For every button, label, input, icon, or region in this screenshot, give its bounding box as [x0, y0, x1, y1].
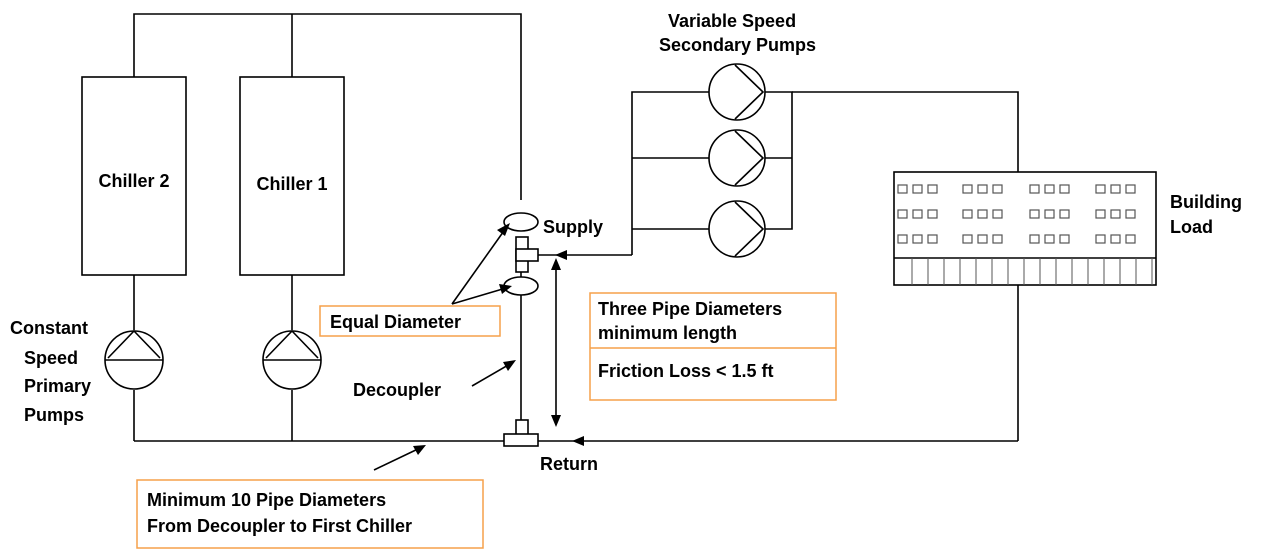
building-window [1110, 234, 1121, 244]
building-window [962, 184, 973, 194]
three-pipe-label-line2: minimum length [598, 323, 737, 343]
building-window [927, 234, 938, 244]
building-window [897, 234, 908, 244]
building-window [992, 184, 1003, 194]
building-window [962, 209, 973, 219]
building-window [1029, 184, 1040, 194]
primary-pump-1 [262, 329, 322, 390]
equal-diameter-callout-box [319, 305, 501, 337]
building-window [962, 234, 973, 244]
building-load-label-line2: Load [1170, 217, 1213, 237]
three-pipe-label-line1: Three Pipe Diameters [598, 299, 782, 319]
secondary-pump-1 [708, 63, 766, 121]
primary-pumps-label-line2: Speed [24, 348, 78, 368]
primary-pumps-label-line4: Pumps [24, 405, 84, 425]
return-label: Return [540, 454, 598, 474]
building-window [1125, 209, 1136, 219]
building-load [893, 171, 1157, 286]
friction-loss-label: Friction Loss < 1.5 ft [598, 361, 774, 381]
building-window [1059, 209, 1070, 219]
min-10-pipe-label-line1: Minimum 10 Pipe Diameters [147, 490, 386, 510]
secondary-pumps-label-line2: Secondary Pumps [659, 35, 816, 55]
building-base-ticks [911, 258, 1153, 285]
building-window [1029, 234, 1040, 244]
building-window [977, 209, 988, 219]
building-window [1095, 184, 1106, 194]
primary-pumps-label-line3: Primary [24, 376, 91, 396]
chiller-1-box [239, 76, 345, 276]
equal-diameter-pointer-arrows [451, 223, 512, 305]
chiller-2-box [81, 76, 187, 276]
supply-label: Supply [543, 217, 603, 237]
supply-diameter-ellipse-top [503, 212, 539, 232]
building-window [1125, 184, 1136, 194]
building-windows [897, 184, 1136, 244]
equal-diameter-label: Equal Diameter [330, 312, 461, 332]
building-window [977, 234, 988, 244]
building-window [912, 234, 923, 244]
building-load-label-line1: Building [1170, 192, 1242, 212]
building-window [1110, 209, 1121, 219]
building-window [1095, 234, 1106, 244]
supply-tee [515, 236, 539, 273]
building-window [1059, 234, 1070, 244]
primary-loop-piping [133, 13, 522, 442]
secondary-pump-2 [708, 129, 766, 187]
building-window [1095, 209, 1106, 219]
min-10-pipe-pointer-arrow [373, 445, 426, 471]
building-window [927, 209, 938, 219]
chiller-2-label: Chiller 2 [98, 171, 169, 191]
secondary-loop-piping [631, 91, 1019, 441]
building-window [927, 184, 938, 194]
building-window [1044, 209, 1055, 219]
building-window [1059, 184, 1070, 194]
three-pipe-callout-box [589, 292, 837, 401]
building-window [912, 184, 923, 194]
building-window [1110, 184, 1121, 194]
building-window [897, 184, 908, 194]
building-window [1044, 234, 1055, 244]
building-window [992, 234, 1003, 244]
decoupler-label: Decoupler [353, 380, 441, 400]
min-10-pipe-callout-box [136, 479, 484, 549]
primary-pump-2 [104, 329, 164, 390]
building-window [992, 209, 1003, 219]
building-window [897, 209, 908, 219]
primary-pumps-label-line1: Constant [10, 318, 88, 338]
decoupler-pointer-arrow [471, 360, 516, 387]
min-10-pipe-label-line2: From Decoupler to First Chiller [147, 516, 412, 536]
secondary-pumps-label-line1: Variable Speed [668, 11, 796, 31]
building-window [1125, 234, 1136, 244]
secondary-pump-3 [708, 200, 766, 258]
return-tee [503, 419, 539, 447]
three-pipe-dimension-arrow [551, 258, 561, 427]
building-window [912, 209, 923, 219]
building-window [1029, 209, 1040, 219]
chiller-1-label: Chiller 1 [256, 174, 327, 194]
building-window [977, 184, 988, 194]
building-window [1044, 184, 1055, 194]
